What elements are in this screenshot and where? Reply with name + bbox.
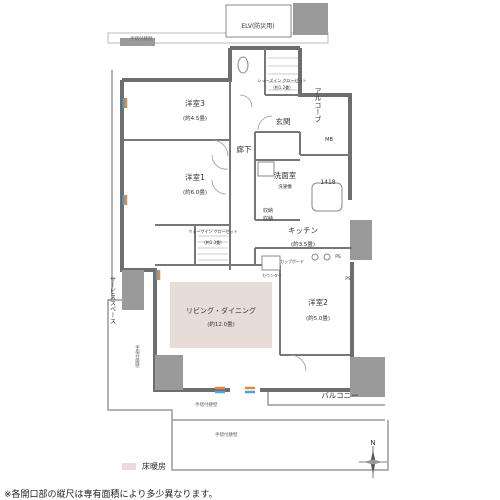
railing-note: 手摺付腰壁 [130,35,153,42]
footnote: ※各開口部の縦尺は専有面積により多少異なります。 [4,490,218,500]
storage-label: 収納 [263,215,273,222]
upper-pillar [293,3,328,35]
interior-walls [122,48,352,356]
bathtub [311,182,343,212]
elv-label: ELV(防災用) [241,22,274,30]
walkin-closet-name: ウォークイン クローゼット [188,228,237,234]
room-alcove-name: アルコーブ [314,88,322,123]
room-western1-name: 洋室1 [185,172,205,182]
room-service-space-name: サービススペース [109,276,116,324]
kitchen-sink [261,255,281,271]
shoe-closet-size: (約1.2畳) [273,84,291,90]
legend-label: 床暖房 [142,462,166,471]
counter-label: カウンター [262,272,282,278]
stove-burner [323,253,331,261]
bath-size-label: 1418 [320,179,335,186]
room-entrance-name: 玄関 [276,116,291,126]
pillar-bottom-left [155,355,183,390]
room-kitchen-name: キッチン [288,226,318,235]
ps-label: PS [345,276,351,282]
pillar-left [122,270,144,310]
railing-note: 手摺付腰壁 [215,431,238,438]
stove-burner [311,253,319,261]
storage-label: 収納 [263,207,273,214]
pillar-bottom-right [350,357,385,397]
room-western3-name: 洋室3 [185,98,205,108]
room-living-name: リビング・ダイニング [186,306,256,315]
room-western1-size: (約6.0畳) [183,188,207,196]
railing-note: 手摺付腰壁 [195,401,218,408]
compass-icon [359,446,387,478]
room-washroom-note: 洗濯機 [278,183,292,190]
room-living-size: (約12.0畳) [207,320,235,328]
floor-heating-area [170,282,272,348]
cupboard-label: カップボード [280,258,304,264]
room-kitchen-size: (約3.5畳) [291,240,315,248]
corridor-area [107,32,329,44]
pillar-right [350,220,372,260]
toilet [237,56,249,74]
room-balcony-name: バルコニー [321,391,358,400]
floor-heating-swatch [122,463,136,470]
room-washroom-name: 洗面室 [274,170,297,180]
mb-label: MB [325,137,333,143]
room-western3-size: (約4.5畳) [183,114,207,122]
ps-label: PS [335,254,341,260]
walkin-closet-size: (約1.3畳) [204,239,222,245]
door-swings [211,94,307,372]
washbasin [257,161,275,177]
room-hallway-name: 廊下 [237,144,252,154]
room-western2-name: 洋室2 [308,297,328,307]
room-western2-size: (約5.0畳) [306,314,330,322]
windows [122,98,255,394]
shoe-closet-name: シューズイン クローゼット [257,77,306,83]
railing-note: 手摺付腰壁 [135,344,140,368]
upper-pillar-left [120,38,155,46]
storage-hatch [198,57,298,261]
legend: 床暖房 [122,461,166,472]
elv-box [225,4,292,38]
compass-north-label: N [370,439,375,447]
